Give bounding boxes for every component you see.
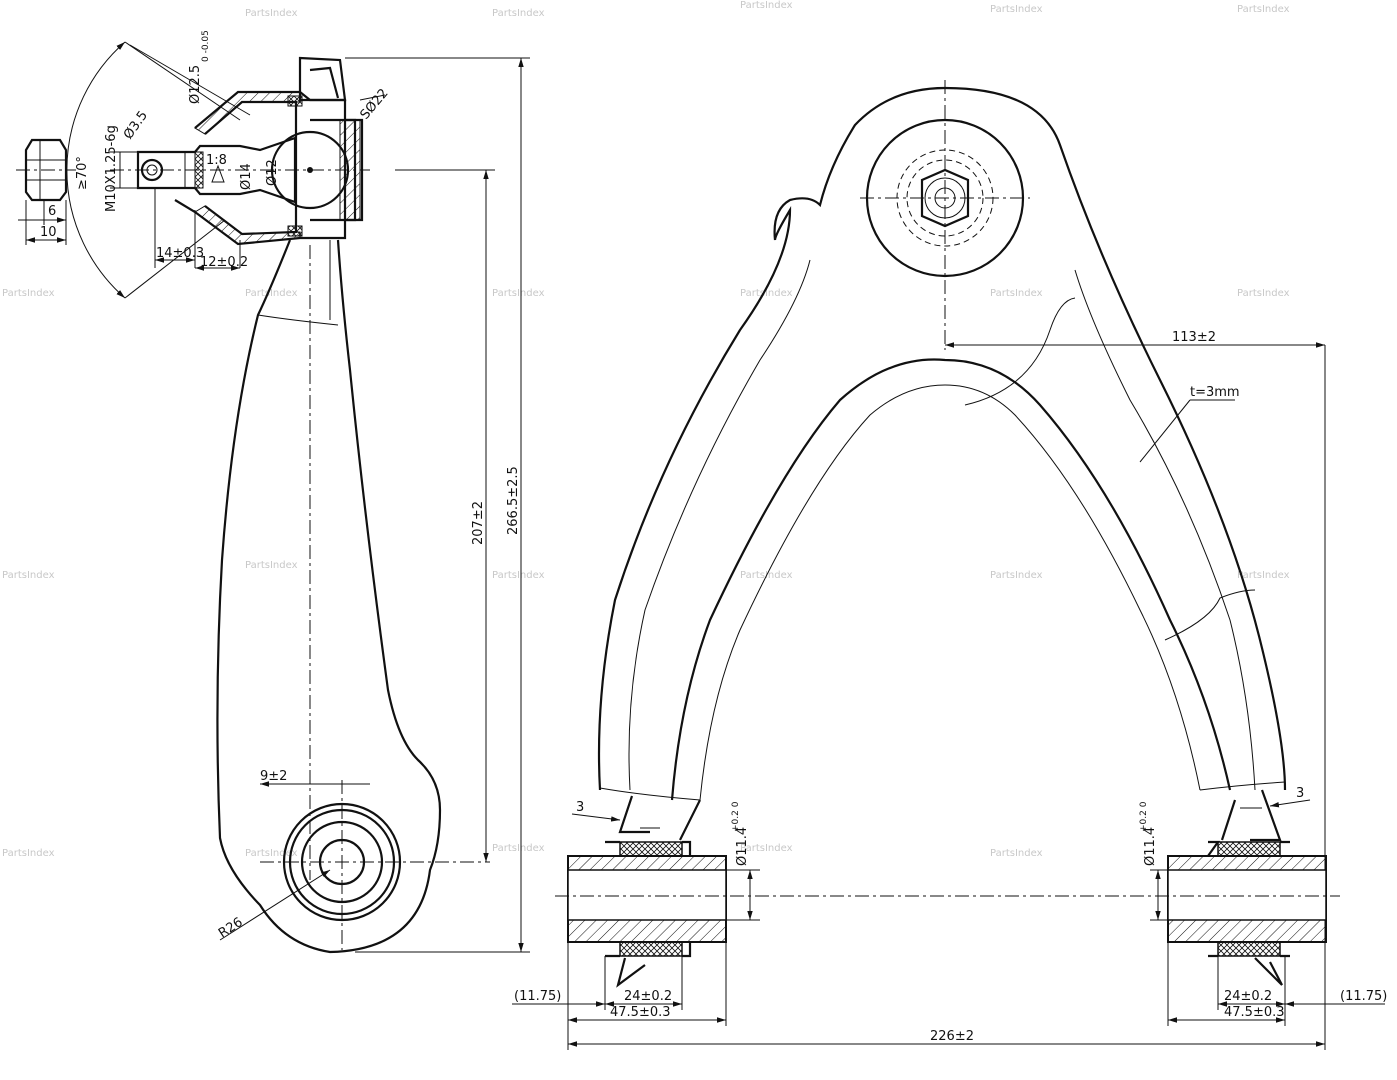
watermark: PartsIndex xyxy=(245,560,298,571)
height-266-spec: 266.5±2.5 xyxy=(506,466,521,535)
bush-tol-left: +0.2 0 xyxy=(731,801,741,832)
thickness-spec: t=3mm xyxy=(1190,385,1240,400)
sphere-spec: SØ22 xyxy=(358,86,392,122)
watermark: PartsIndex xyxy=(740,0,793,11)
watermark: PartsIndex xyxy=(492,570,545,581)
watermark: PartsIndex xyxy=(245,8,298,19)
ball-joint-housing xyxy=(174,56,386,246)
dim-113-spec: 113±2 xyxy=(1172,330,1216,345)
gap-left-spec: 3 xyxy=(576,800,584,815)
right-24-spec: 24±0.2 xyxy=(1224,989,1272,1004)
watermark: PartsIndex xyxy=(1237,4,1290,15)
watermark: PartsIndex xyxy=(2,288,55,299)
watermark: PartsIndex xyxy=(990,848,1043,859)
radius-spec: R26 xyxy=(216,915,246,942)
overall-width-spec: 226±2 xyxy=(930,1029,974,1044)
right-offset-spec: (11.75) xyxy=(1340,989,1387,1004)
right-47-spec: 47.5±0.3 xyxy=(1224,1005,1285,1020)
left-47-spec: 47.5±0.3 xyxy=(610,1005,671,1020)
right-bushing xyxy=(1167,840,1327,986)
nut-dim-6: 6 xyxy=(48,204,56,219)
watermark: PartsIndex xyxy=(2,848,55,859)
bush-dia-left: Ø11.4 xyxy=(735,827,750,866)
offset-9-spec: 9±2 xyxy=(260,769,287,784)
length-14-spec: 14±0.3 xyxy=(156,246,204,261)
height-207-spec: 207±2 xyxy=(471,501,486,545)
watermark: PartsIndex xyxy=(492,288,545,299)
stud-tolerance: 0 -0.05 xyxy=(201,30,211,62)
dia14-spec: Ø14 xyxy=(239,163,254,190)
gap-right-spec: 3 xyxy=(1296,786,1304,801)
front-view: t=3mm 113±2 3 3 xyxy=(512,80,1387,1050)
bush-dia-right: Ø11.4 xyxy=(1143,827,1158,866)
watermark: PartsIndex xyxy=(245,288,298,299)
watermark: PartsIndex xyxy=(2,570,55,581)
watermark: PartsIndex xyxy=(740,843,793,854)
stud-dia-spec: Ø12.5 xyxy=(188,65,203,104)
watermark: PartsIndex xyxy=(740,288,793,299)
left-24-spec: 24±0.2 xyxy=(624,989,672,1004)
length-12-spec: 12±0.2 xyxy=(200,255,248,270)
watermark: PartsIndex xyxy=(245,848,298,859)
watermark: PartsIndex xyxy=(492,843,545,854)
taper-spec: 1:8 xyxy=(206,153,227,168)
thread-spec: M10X1.25-6g xyxy=(104,125,119,212)
watermark: PartsIndex xyxy=(1237,570,1290,581)
watermark-layer: PartsIndex PartsIndex PartsIndex PartsIn… xyxy=(2,0,1290,859)
arm-front-profile xyxy=(597,80,1287,842)
watermark: PartsIndex xyxy=(990,288,1043,299)
bush-tol-right: +0.2 0 xyxy=(1139,801,1149,832)
left-bushing xyxy=(567,840,727,988)
nut-dim-10: 10 xyxy=(40,225,57,240)
pin-hole-spec: Ø3.5 xyxy=(121,108,151,142)
watermark: PartsIndex xyxy=(492,8,545,19)
watermark: PartsIndex xyxy=(990,4,1043,15)
angle-spec: ≥70° xyxy=(75,156,90,190)
watermark: PartsIndex xyxy=(1237,288,1290,299)
arm-side-profile xyxy=(216,239,490,954)
side-view: 6 10 M10X1.25-6g ≥70° Ø3.5 1:8 Ø14 Ø12 Ø… xyxy=(16,30,530,954)
watermark: PartsIndex xyxy=(990,570,1043,581)
left-offset-spec: (11.75) xyxy=(514,989,561,1004)
castle-nut xyxy=(16,138,76,245)
